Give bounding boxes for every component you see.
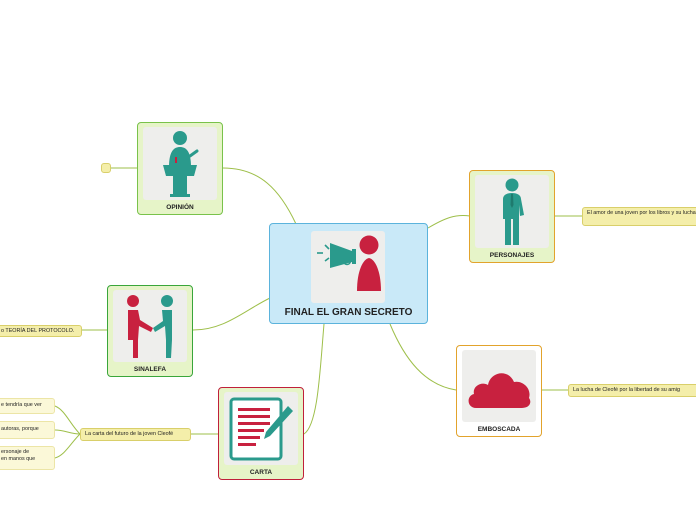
businessman-icon	[503, 178, 524, 245]
document-pen-icon	[229, 397, 293, 461]
branch-opinion[interactable]: OPINIÓN	[137, 122, 223, 215]
emboscada-note[interactable]: La lucha de Cleofé por la libertad de su…	[568, 384, 696, 397]
emboscada-image	[462, 350, 536, 422]
branch-carta[interactable]: CARTA	[218, 387, 304, 480]
carta-image	[224, 392, 298, 465]
personajes-label: PERSONAJES	[489, 252, 535, 259]
speaker-podium-icon	[163, 131, 199, 197]
branch-emboscada[interactable]: EMBOSCADA	[456, 345, 542, 437]
opinion-empty-note[interactable]	[101, 163, 111, 173]
branch-personajes[interactable]: PERSONAJES	[469, 170, 555, 263]
central-image	[311, 231, 385, 303]
carta-note[interactable]: La carta del futuro de la joven Cleofé	[80, 428, 191, 441]
emboscada-label: EMBOSCADA	[477, 426, 521, 433]
carta-subnote-1[interactable]: e tendría que ver	[0, 398, 55, 414]
branch-sinalefa[interactable]: SINALEFA	[107, 285, 193, 377]
central-title: FINAL EL GRAN SECRETO	[284, 307, 413, 318]
central-node[interactable]: FINAL EL GRAN SECRETO	[269, 223, 428, 324]
cloud-icon	[468, 373, 531, 408]
personajes-note[interactable]: El amor de una joven por los libros y su…	[582, 207, 696, 226]
sinalefa-note[interactable]: o TEORÍA DEL PROTOCOLO.	[0, 325, 82, 337]
sinalefa-image	[113, 290, 187, 362]
opinion-image	[143, 127, 217, 200]
speaker-megaphone-icon	[317, 235, 381, 291]
carta-subnote-2[interactable]: autoras, porque	[0, 421, 55, 439]
handshake-icon	[127, 295, 173, 358]
carta-label: CARTA	[249, 469, 273, 476]
personajes-image	[475, 175, 549, 248]
carta-subnote-3[interactable]: ersonaje de en manos que	[0, 446, 55, 470]
opinion-label: OPINIÓN	[166, 204, 194, 211]
sinalefa-label: SINALEFA	[133, 366, 167, 373]
